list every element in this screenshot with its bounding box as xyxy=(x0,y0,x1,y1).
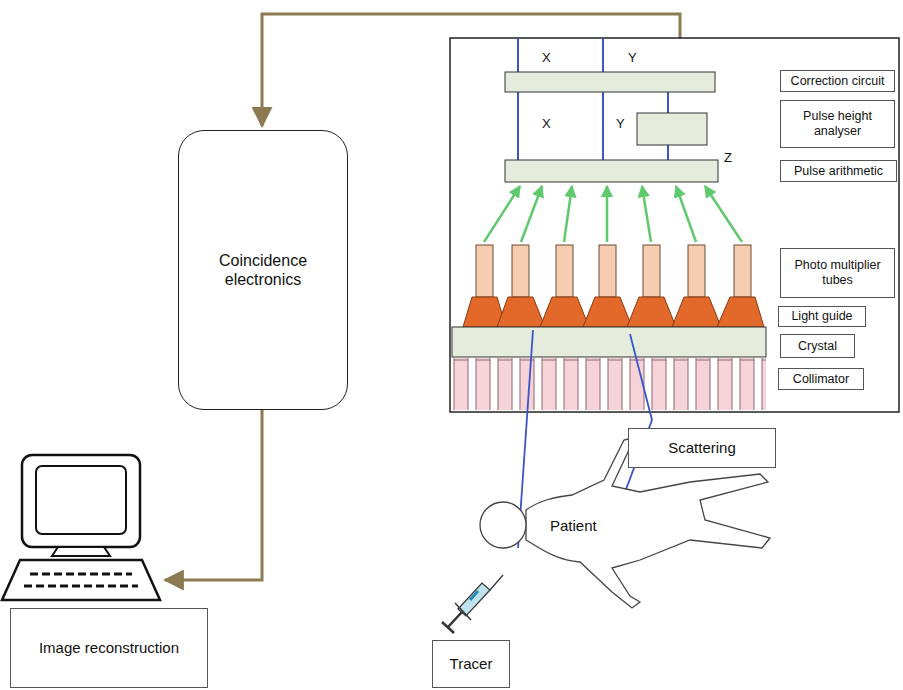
part-label: Crystal xyxy=(780,334,855,358)
node-text: Correction circuit xyxy=(791,74,885,89)
node-text: Collimator xyxy=(793,372,849,387)
pmt-signal-arrows xyxy=(484,186,742,242)
signal-name: X xyxy=(542,50,551,65)
process-box: Coincidence electronics xyxy=(178,130,348,410)
node-text: Light guide xyxy=(791,309,852,324)
correction-bar xyxy=(505,72,715,92)
detector-housing xyxy=(450,38,899,412)
signal-name: Y xyxy=(616,116,625,131)
collimator-septa xyxy=(452,358,766,410)
signal-name: Z xyxy=(724,150,732,165)
photomultiplier-tubes xyxy=(476,245,751,297)
part-label: Light guide xyxy=(778,306,866,327)
signal-line xyxy=(165,410,262,580)
part-label: Correction circuit xyxy=(780,70,895,92)
node-text: Pulse height analyser xyxy=(785,109,890,139)
part-label: Pulse height analyser xyxy=(780,100,895,148)
node-text: Pulse arithmetic xyxy=(794,164,883,179)
node-text: Crystal xyxy=(798,339,837,354)
node-text: Coincidence electronics xyxy=(183,251,343,289)
arithmetic-bar xyxy=(505,160,718,182)
signal-name: X xyxy=(542,116,551,131)
node-text: Tracer xyxy=(450,655,493,673)
part-label: Photo multiplier tubes xyxy=(780,248,895,298)
caption-box: Image reconstruction xyxy=(10,608,208,688)
figure-label: Patient xyxy=(550,517,597,534)
part-label: Pulse arithmetic xyxy=(780,160,897,182)
light-guides xyxy=(463,297,764,327)
node-text: Scattering xyxy=(668,439,736,457)
analyser-box xyxy=(637,113,707,145)
crystal-bar xyxy=(452,327,766,357)
syringe xyxy=(442,575,503,633)
node-text: Image reconstruction xyxy=(39,639,179,657)
part-label: Scattering xyxy=(628,428,776,468)
computer-icon xyxy=(2,455,160,600)
part-label: Collimator xyxy=(778,368,864,390)
node-text: Photo multiplier tubes xyxy=(785,258,890,288)
part-label: Tracer xyxy=(432,640,510,688)
signal-name: Y xyxy=(628,50,637,65)
